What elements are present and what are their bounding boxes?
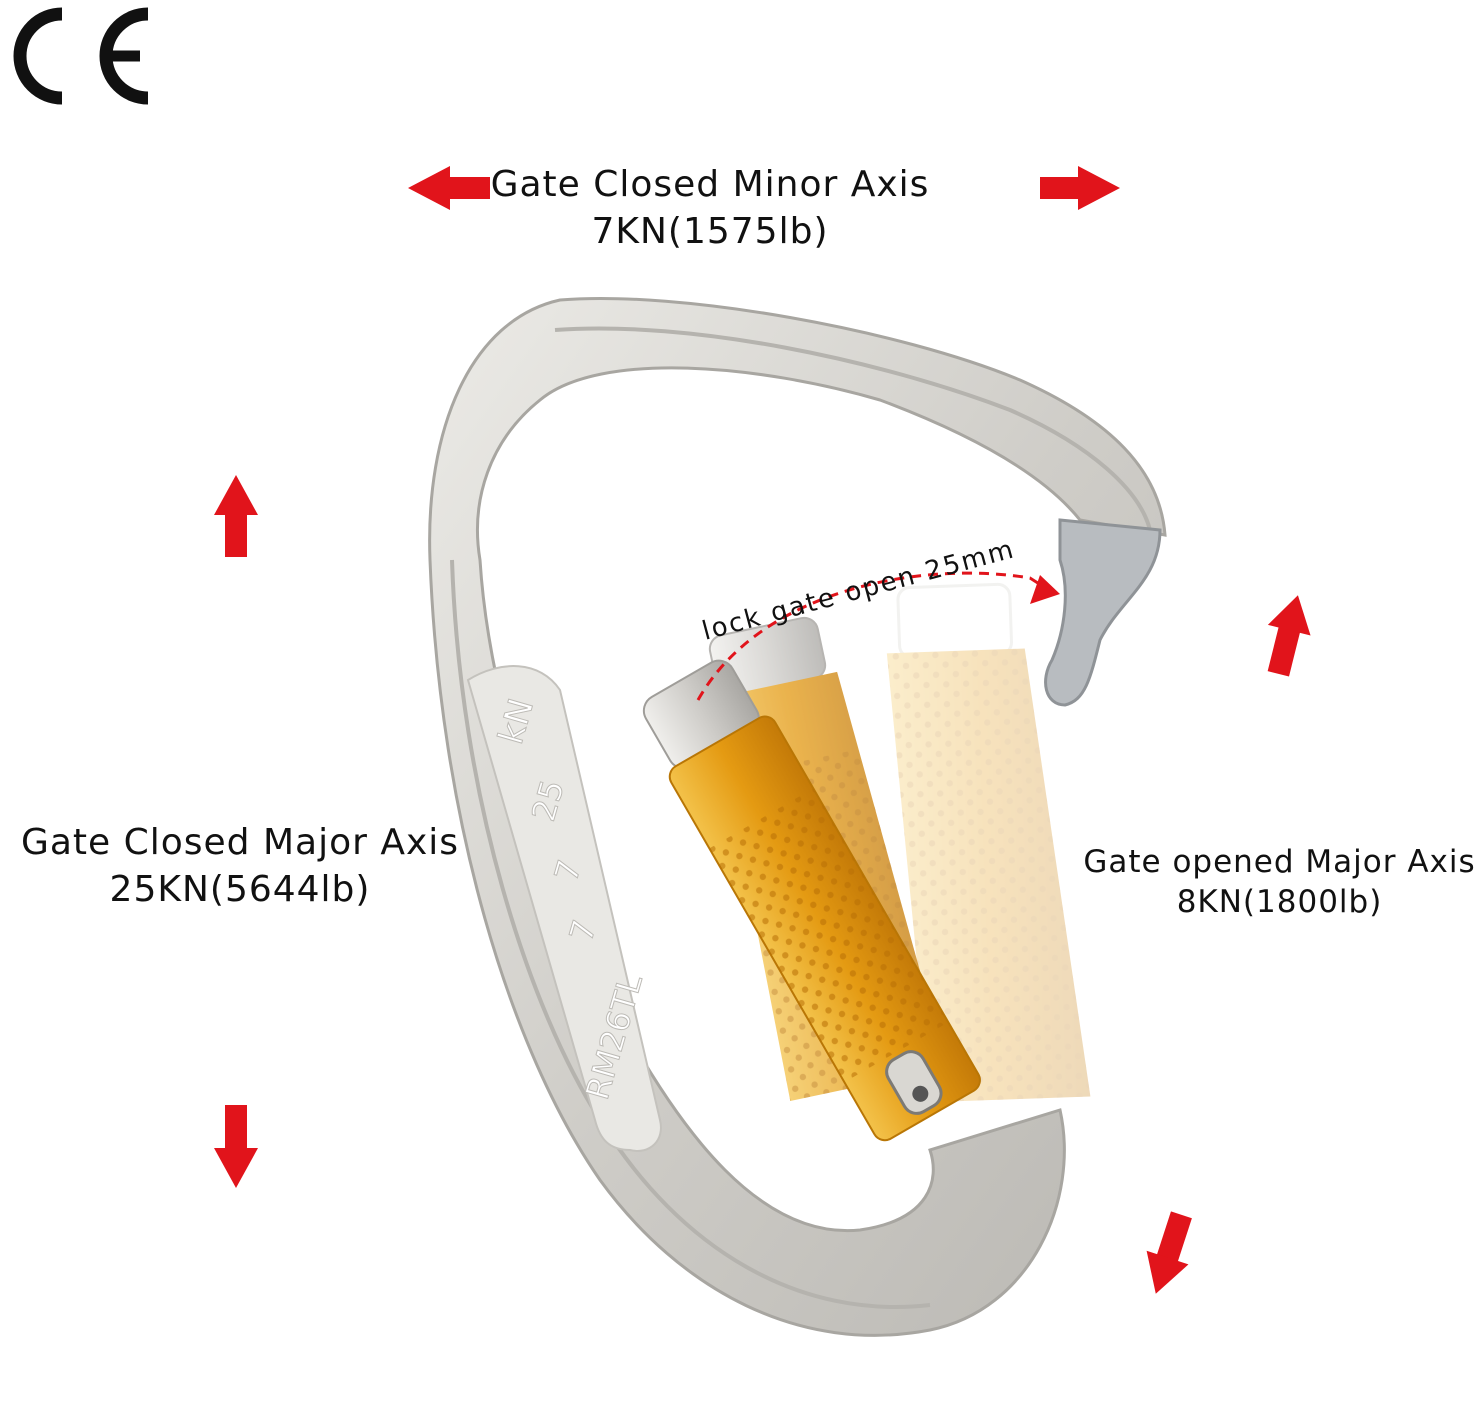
major-axis-open-title: Gate opened Major Axis xyxy=(1083,844,1476,880)
major-axis-closed-label: Gate Closed Major Axis 25KN(5644lb) xyxy=(0,820,480,914)
gate-opening-arc xyxy=(696,571,1053,701)
major-axis-closed-title: Gate Closed Major Axis xyxy=(20,822,460,863)
major-axis-open-label: Gate opened Major Axis 8KN(1800lb) xyxy=(1080,842,1479,923)
major-axis-closed-value: 25KN(5644lb) xyxy=(109,868,371,910)
minor-axis-title: Gate Closed Minor Axis xyxy=(490,164,930,205)
gate-open-ghost xyxy=(886,582,1091,1103)
ce-mark-logo xyxy=(13,7,149,105)
spine-plate xyxy=(466,665,662,1152)
minor-axis-label: Gate Closed Minor Axis 7KN(1575lb) xyxy=(440,162,980,256)
minor-axis-value: 7KN(1575lb) xyxy=(591,210,829,252)
major-axis-open-value: 8KN(1800lb) xyxy=(1176,884,1383,921)
gate-closed xyxy=(642,659,981,1142)
gate-nose xyxy=(1044,518,1162,707)
